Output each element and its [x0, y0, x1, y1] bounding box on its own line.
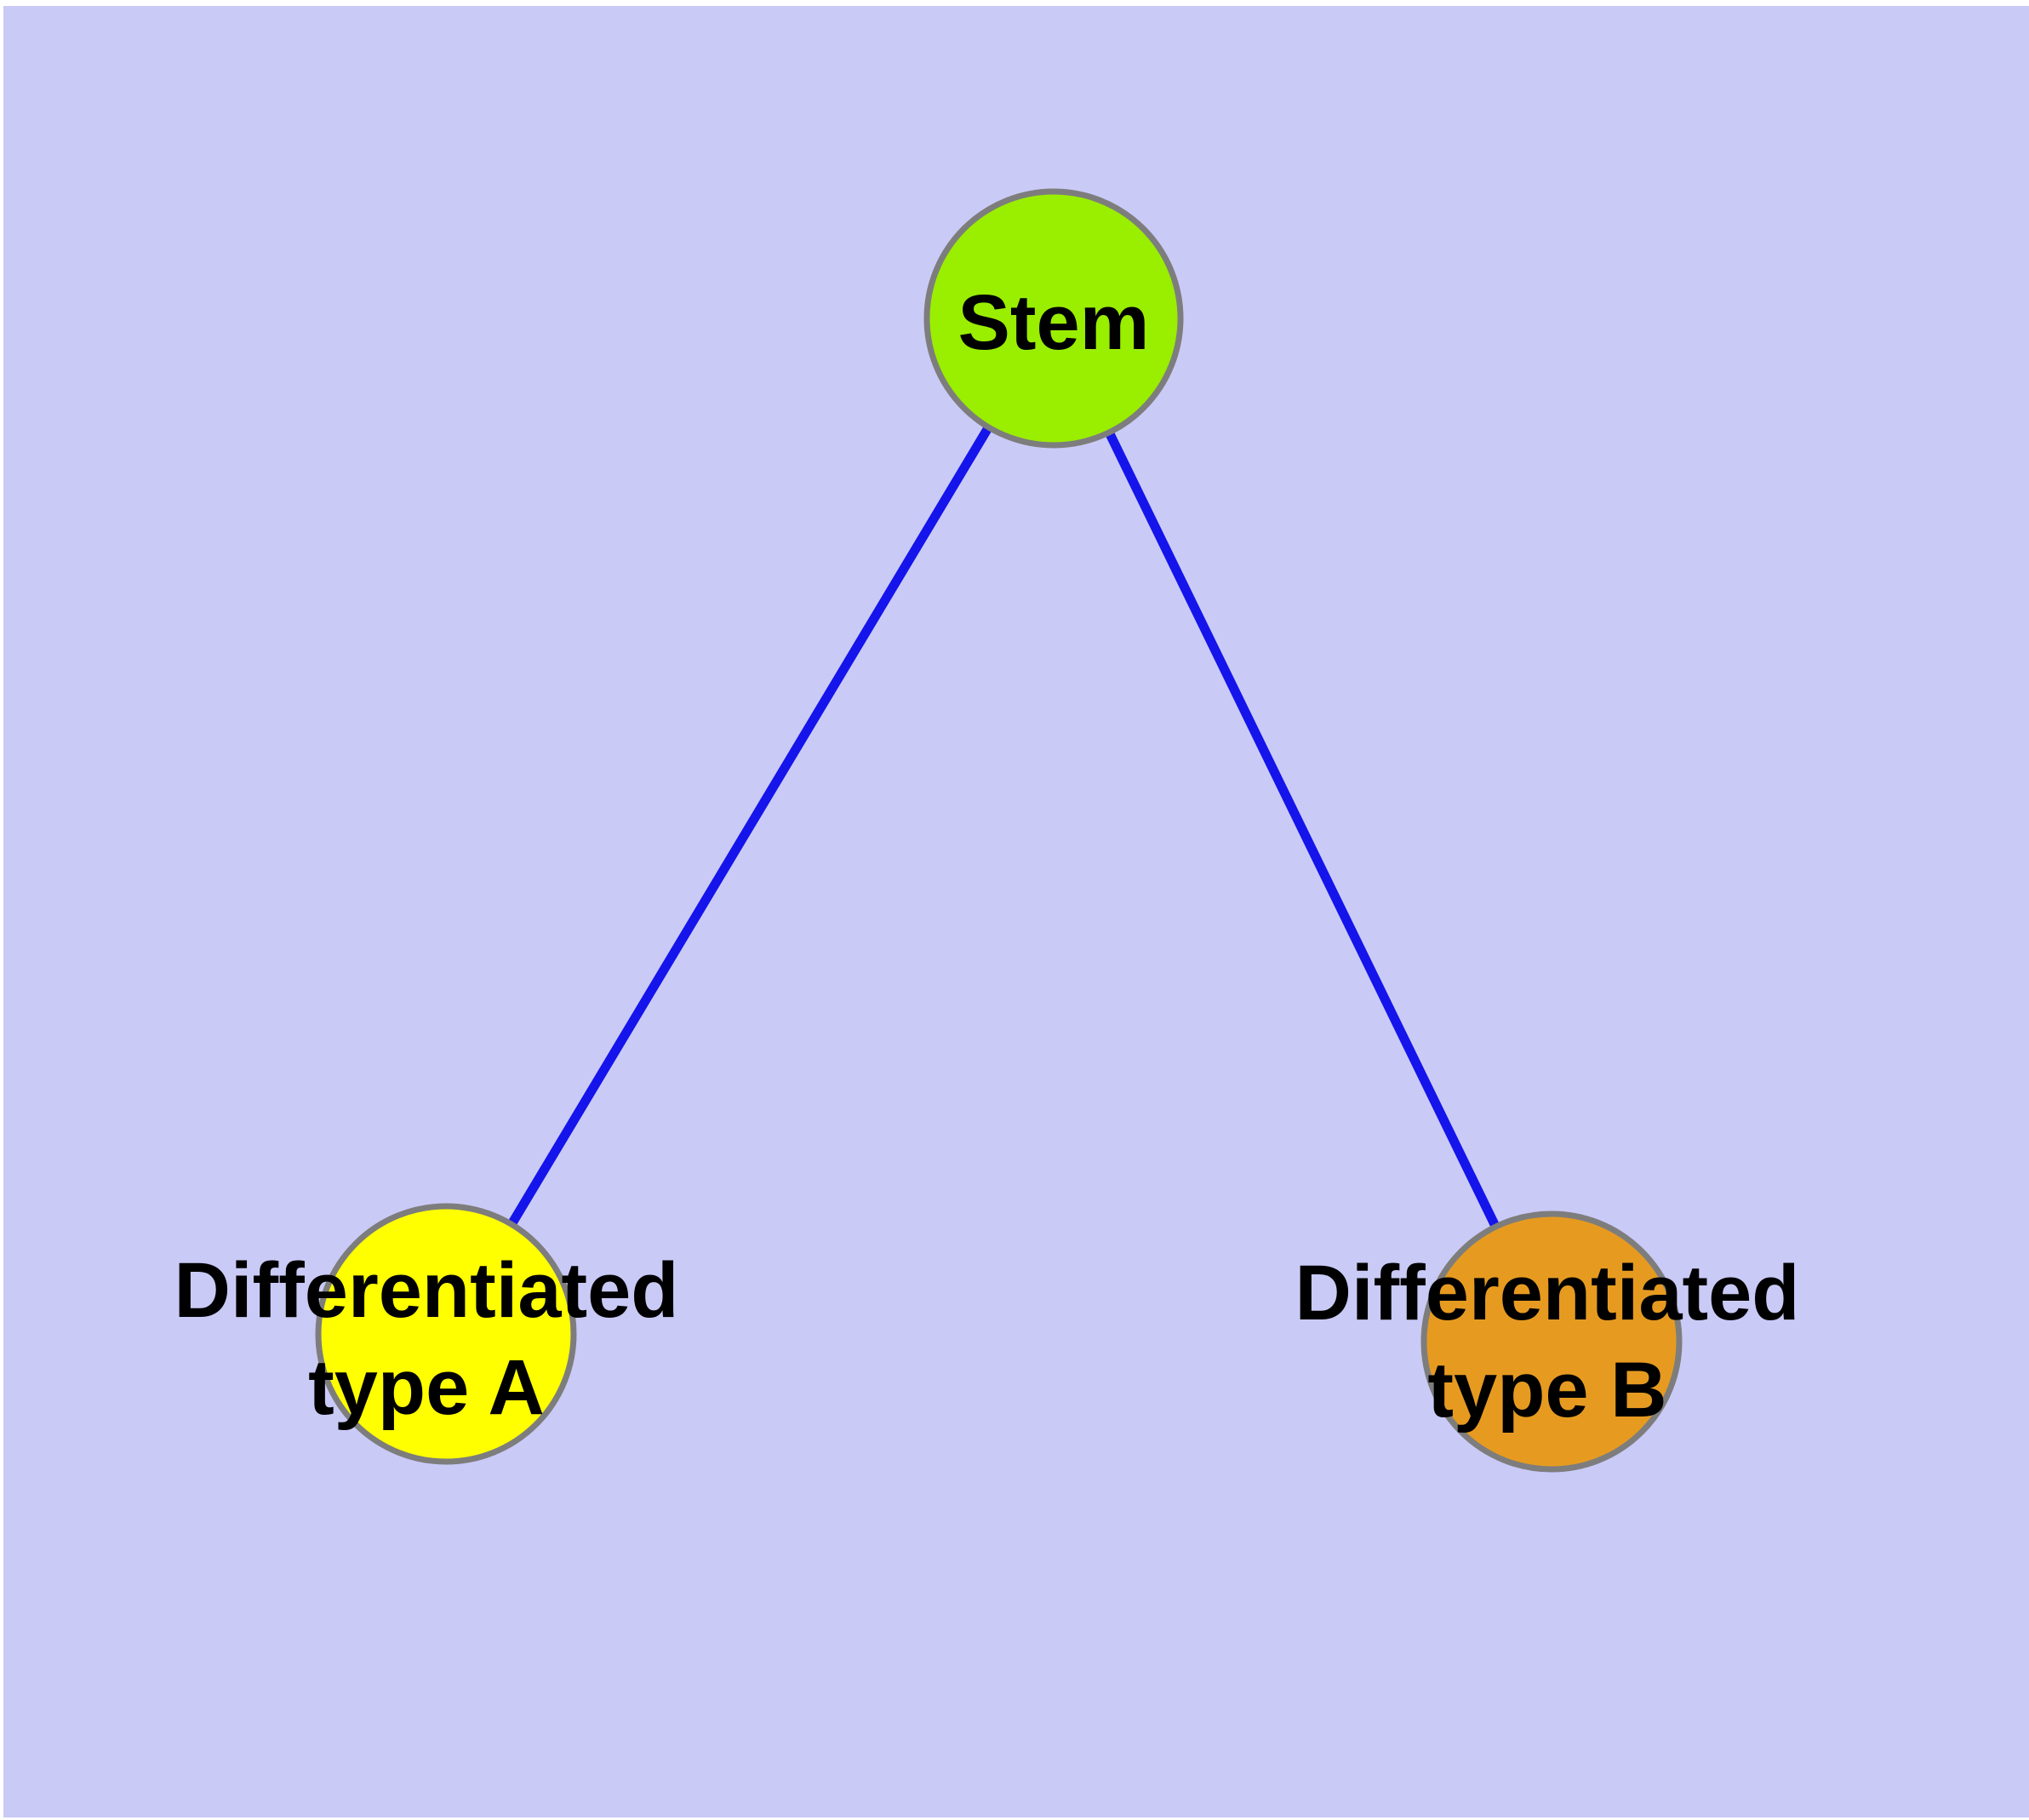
node-type-a-label-line2: type A [308, 1344, 545, 1431]
edge-stem-to-type-a [442, 316, 1058, 1336]
node-stem [923, 188, 1184, 449]
node-type-a-label-line1: Differentiated [174, 1247, 679, 1334]
edge-stem-to-type-b [1049, 316, 1556, 1344]
node-differentiated-type-b [1420, 1210, 1683, 1473]
node-differentiated-type-a [315, 1203, 577, 1465]
node-type-b-label-line2: type B [1427, 1347, 1666, 1434]
node-stem-label: Stem [958, 279, 1150, 366]
node-type-b-label-line1: Differentiated [1295, 1250, 1800, 1336]
